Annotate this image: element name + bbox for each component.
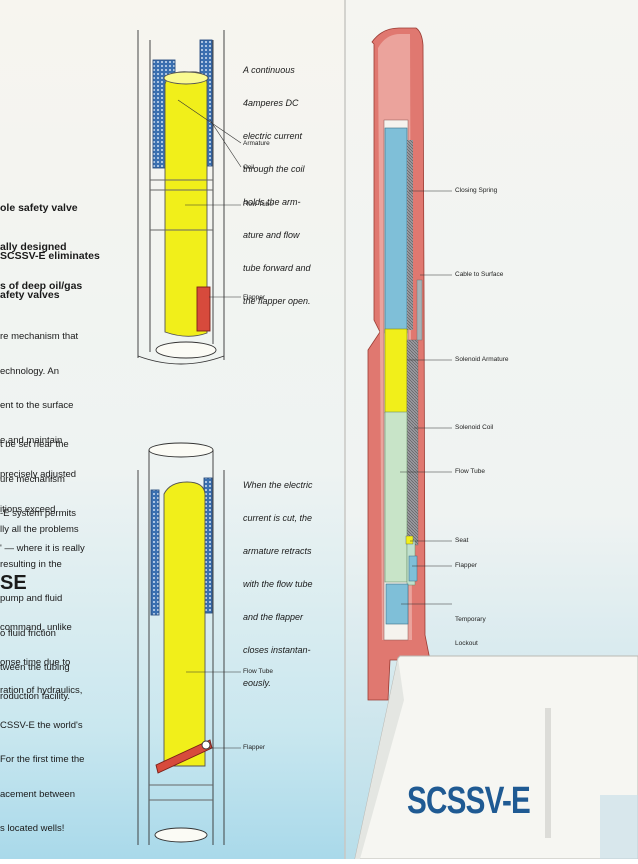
caption-line: eously. <box>243 678 271 688</box>
paragraph-line: precisely adjusted <box>0 469 77 480</box>
paragraph-4: command, unlike onse time due to roducti… <box>0 599 72 726</box>
paragraph-line: re mechanism that <box>0 331 79 342</box>
paragraph-line: acement between <box>0 788 75 800</box>
paragraph-line: echnology. An <box>0 365 59 377</box>
label-solenoid-armature: Solenoid Armature <box>455 356 509 363</box>
paragraph-line: CSSV-E the world's <box>0 719 83 731</box>
caption-line: through the coil <box>243 164 305 174</box>
eliminates-line: SCSSV-E eliminates <box>0 250 100 262</box>
paragraph-line: t be set near the <box>0 439 69 450</box>
label-flow-tube-lower: Flow Tube <box>243 668 273 675</box>
paragraph-1: re mechanism that echnology. An ent to t… <box>0 308 78 538</box>
paragraph-line: resulting in the <box>0 558 62 570</box>
flap-shadow <box>355 658 404 859</box>
upper-valve-diagram <box>137 30 225 365</box>
paragraph-line: o fluid friction <box>0 627 56 639</box>
intro-line: ally designed <box>0 241 67 253</box>
paragraph-line: e and maintain <box>0 434 63 446</box>
caption-line: tube forward and <box>243 263 311 273</box>
lockout-line: Lockout <box>455 640 478 647</box>
upper-diagram-leaders <box>177 99 242 298</box>
caption-line: current is cut, the <box>243 513 313 523</box>
caption-line: with the flow tube <box>243 579 313 589</box>
label-coil: Coil <box>243 164 255 171</box>
paragraph-line: ration of hydraulics, <box>0 685 83 696</box>
label-closing-spring: Closing Spring <box>455 187 498 194</box>
caption-line: and the flapper <box>243 612 304 622</box>
caption-line: the flapper open. <box>243 296 311 306</box>
caption-line: 4amperes DC <box>243 98 299 108</box>
label-flapper-lower: Flapper <box>243 744 266 751</box>
paragraph-line: ure mechanism <box>0 473 65 485</box>
scssv-e-cutaway <box>367 27 431 701</box>
paragraph-line: onse time due to <box>0 656 71 668</box>
paragraph-line: s located wells! <box>0 823 65 834</box>
flap-slot <box>545 708 551 838</box>
paragraph-line: itions exceed <box>0 503 56 515</box>
lockout-line: Temporary <box>455 616 486 623</box>
lower-valve-diagram <box>137 442 225 845</box>
label-flow-tube-right: Flow Tube <box>455 468 485 475</box>
paragraph-line: pump and fluid <box>0 593 63 604</box>
upper-caption: A continuous 4amperes DC electric curren… <box>243 43 311 329</box>
brand-title: SCSSV-E <box>407 780 531 822</box>
paragraph-line: command, unlike <box>0 622 72 633</box>
paragraph-line: ' — where it is really <box>0 542 85 554</box>
eliminates-line: afety valves <box>0 289 60 301</box>
label-seat: Seat <box>455 537 469 544</box>
intro-line: s of deep oil/gas <box>0 280 83 292</box>
paragraph-line: tween the tubing <box>0 662 70 673</box>
paragraph-line: lly all the problems <box>0 524 79 535</box>
label-temporary-lockout: Temporary Lockout <box>455 600 486 664</box>
intro-line: ole safety valve <box>0 202 78 214</box>
paragraph-line: roduction facility. <box>0 691 71 702</box>
caption-line: electric current <box>243 131 303 141</box>
lower-caption: When the electric current is cut, the ar… <box>243 458 313 711</box>
lower-diagram-leaders <box>186 671 241 749</box>
label-flapper: Flapper <box>243 294 266 301</box>
intro-text: ole safety valve ally designed s of deep… <box>0 176 82 319</box>
caption-line: closes instantan- <box>243 645 311 655</box>
caption-line: armature retracts <box>243 546 312 556</box>
paragraph-line: -E system permits <box>0 508 77 519</box>
eliminates-text: SCSSV-E eliminates afety valves <box>0 224 100 328</box>
caption-line: holds the arm- <box>243 197 301 207</box>
paragraph-5: ration of hydraulics, CSSV-E the world's… <box>0 662 84 858</box>
paragraph-line: For the first time the <box>0 754 85 765</box>
label-armature: Armature <box>243 140 270 147</box>
right-diagram-leaders <box>400 190 452 605</box>
paragraph-3: lly all the problems resulting in the pu… <box>0 501 79 697</box>
label-flow-tube: Flow Tube <box>243 201 273 208</box>
label-flapper-right: Flapper <box>455 562 478 569</box>
caption-line: When the electric <box>243 480 313 490</box>
caption-line: A continuous <box>243 65 295 75</box>
label-solenoid-coil: Solenoid Coil <box>455 424 494 431</box>
label-cable-to-surface: Cable to Surface <box>455 271 504 278</box>
section-heading: SE <box>0 572 27 594</box>
caption-line: ature and flow <box>243 230 300 240</box>
paragraph-2: t be set near the ure mechanism -E syste… <box>0 416 85 577</box>
paragraph-line: ent to the surface <box>0 400 74 411</box>
flap-corner <box>600 795 638 859</box>
